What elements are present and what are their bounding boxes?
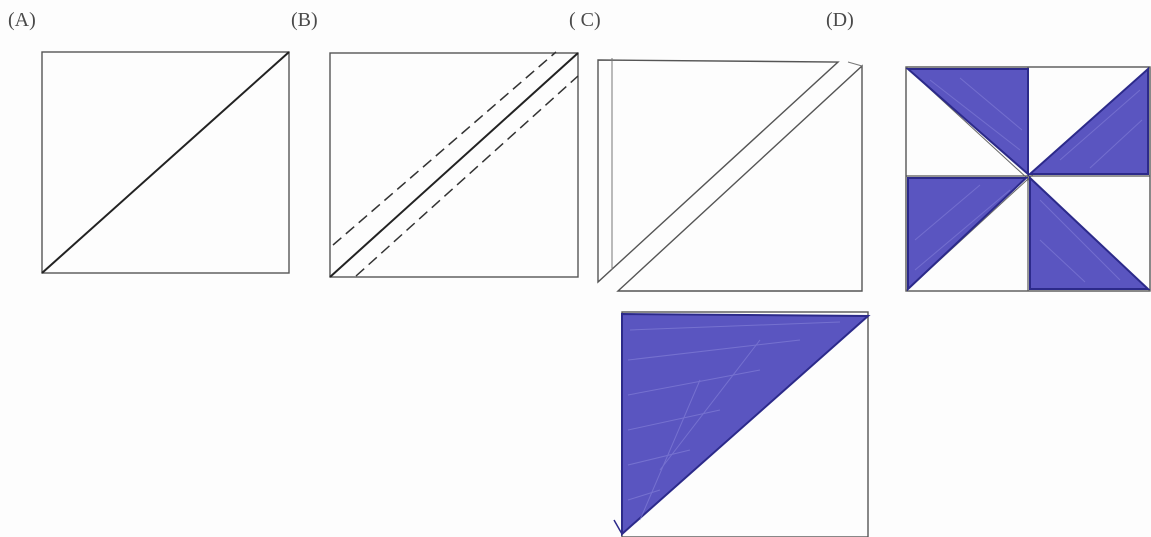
panel-c (597, 58, 863, 292)
shaded-triangle (621, 312, 871, 537)
panel-c-gap-edge (847, 61, 863, 67)
panel-a-square (41, 51, 290, 274)
panel-label-c: ( C) (569, 9, 601, 31)
panel-b-diagonal (329, 52, 579, 278)
panel-d (905, 66, 1151, 292)
panel-b-square (329, 52, 579, 278)
panel-label-a: (A) (8, 9, 36, 31)
pinwheel-triangle-bottom-right (1029, 175, 1151, 290)
panel-b-dashed-upper (332, 51, 557, 246)
panel-a (41, 51, 290, 274)
panel-label-b: (B) (291, 9, 318, 31)
pinwheel-hatching (914, 77, 1143, 283)
pinwheel-triangle-top-right (1027, 66, 1149, 175)
panel-b (329, 51, 579, 278)
panel-a-diagonal (41, 51, 290, 274)
shaded-half-square (613, 311, 871, 537)
panel-c-lower-triangle (616, 64, 863, 292)
shaded-triangle-hatching (627, 321, 841, 521)
pinwheel-triangle-bottom-left (907, 177, 1029, 292)
panel-b-dashed-lower (355, 75, 579, 277)
panel-label-d: (D) (826, 9, 854, 31)
shaded-triangle-tail (613, 519, 623, 535)
pinwheel-triangle-top-left (905, 68, 1029, 177)
panel-c-upper-triangle (597, 59, 840, 284)
